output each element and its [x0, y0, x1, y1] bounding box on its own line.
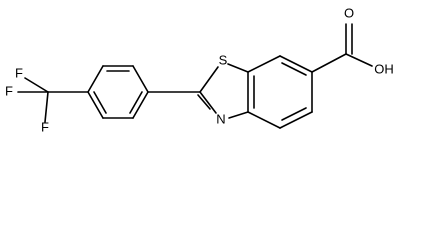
atom-sulfur-label: S — [219, 52, 228, 67]
chemical-structure: S N O OH F F F — [5, 5, 394, 134]
phenyl-bond-3 — [132, 65, 149, 93]
thiazole-ring — [197, 63, 249, 119]
bond-n-c2 — [199, 91, 217, 114]
atom-fluorine-bottom-label: F — [41, 119, 49, 134]
benzo-ring — [247, 55, 313, 129]
benzo-bond-2 — [279, 55, 313, 73]
benzo-bond-5 — [247, 111, 281, 129]
phenyl-bond-1 — [87, 65, 104, 93]
bond-s-c7a — [227, 63, 249, 73]
bond-cf3-f-bottom — [44, 91, 49, 123]
bond-ring-carboxyl — [311, 53, 347, 73]
atom-hydroxyl-label: OH — [374, 61, 394, 76]
bond-cf3-f-top — [24, 77, 49, 93]
bond-n-c2-double — [197, 94, 211, 110]
bond-c2-s — [199, 66, 219, 93]
phenyl-ring — [87, 65, 149, 119]
phenyl-double-bond-left — [93, 91, 107, 114]
benzo-bond-4 — [279, 111, 313, 129]
phenyl-double-bond-right — [129, 91, 143, 114]
benzo-double-bond-bottom — [281, 107, 307, 121]
structure-canvas: S N O OH F F F — [5, 5, 394, 134]
trifluoromethyl-group — [17, 77, 89, 123]
benzo-bond-1 — [247, 55, 281, 73]
benzo-double-bond-top — [281, 62, 307, 76]
atom-carbonyl-oxygen-label: O — [344, 5, 354, 20]
phenyl-bond-4 — [132, 91, 149, 119]
atom-fluorine-left-label: F — [5, 83, 13, 98]
phenyl-bond-6 — [87, 91, 104, 119]
carboxylic-acid-group — [311, 23, 373, 73]
bond-c-oh — [345, 53, 373, 67]
bond-c3a-n — [228, 111, 249, 119]
atom-nitrogen-label: N — [216, 111, 225, 126]
atom-fluorine-top-label: F — [15, 65, 23, 80]
